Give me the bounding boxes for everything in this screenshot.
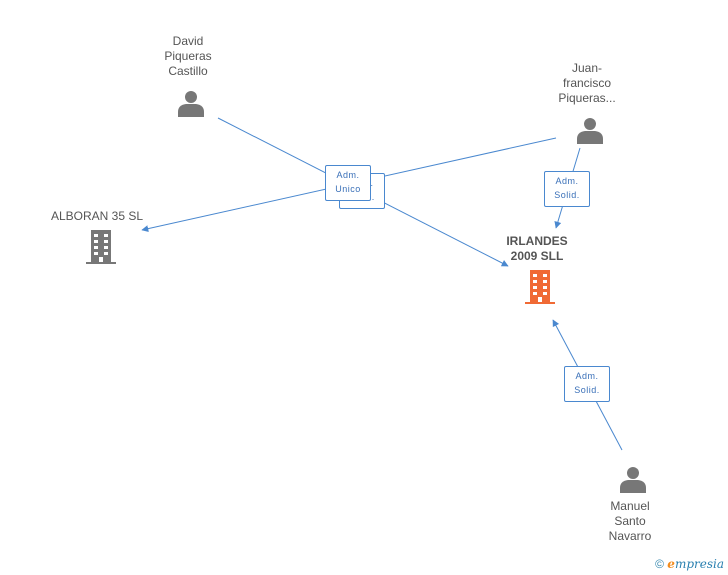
person-icon[interactable] [576,116,604,144]
person-icon[interactable] [177,89,205,117]
brand-rest: mpresia [674,557,724,571]
footer-brand: © empresia [655,557,724,571]
edge-badge-adm-unico[interactable]: Adm. Unico [325,165,371,201]
node-label-alboran: ALBORAN 35 SL [50,209,144,223]
node-label-david: David Piqueras Castillo [164,34,212,78]
brand-e: e [667,557,675,571]
copyright-symbol: © [655,557,664,571]
edge-badge-adm-solid-juan[interactable]: Adm. Solid. [544,171,590,207]
node-label-juan: Juan- francisco Piqueras... [558,61,616,105]
building-icon[interactable] [525,270,555,304]
node-label-irlandes: IRLANDES 2009 SLL [506,234,568,263]
person-icon[interactable] [619,465,647,493]
building-icon[interactable] [86,230,116,264]
brand-logo: empresia [667,557,724,571]
node-label-manuel: Manuel Santo Navarro [608,499,652,543]
edge-badge-adm-solid-manuel[interactable]: Adm. Solid. [564,366,610,402]
